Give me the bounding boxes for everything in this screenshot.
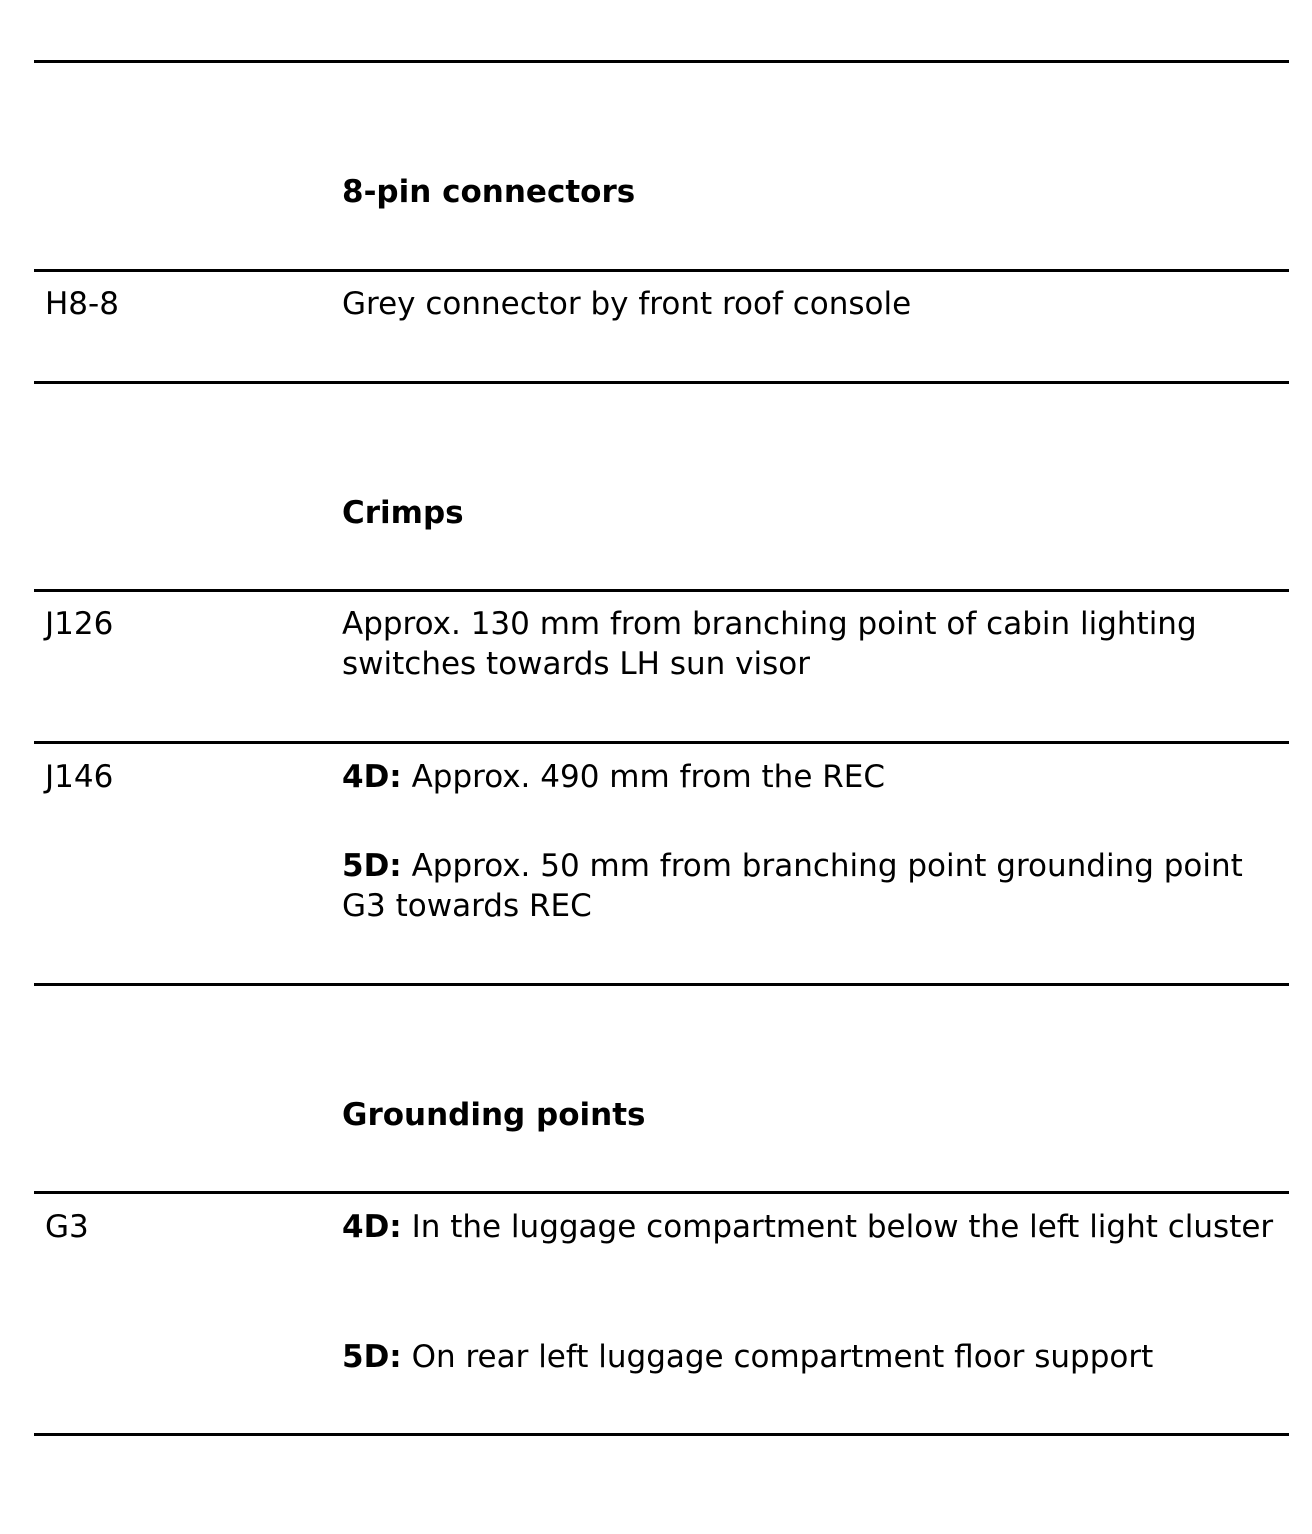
variant-label-4d: 4D: [342, 1209, 402, 1245]
row-description-j126: Approx. 130 mm from branching point of c… [342, 604, 1282, 684]
divider-rule [34, 381, 1289, 384]
divider-rule [34, 589, 1289, 592]
row-code-g3: G3 [45, 1209, 89, 1245]
row-code-j146: J146 [45, 759, 114, 795]
row-code-j126: J126 [45, 606, 114, 642]
section-heading-grounding-points: Grounding points [342, 1097, 646, 1133]
divider-rule [34, 1433, 1289, 1436]
description-text: Approx. 50 mm from branching point groun… [342, 848, 1243, 924]
divider-rule [34, 60, 1289, 63]
divider-rule [34, 1191, 1289, 1194]
description-text: In the luggage compartment below the lef… [411, 1209, 1274, 1245]
description-text: Grey connector by front roof console [342, 286, 912, 322]
row-description-g3-4d: 4D: In the luggage compartment below the… [342, 1207, 1282, 1247]
row-description-j146-4d: 4D: Approx. 490 mm from the REC [342, 757, 1282, 797]
description-text: Approx. 130 mm from branching point of c… [342, 606, 1197, 682]
section-heading-8-pin-connectors: 8-pin connectors [342, 174, 636, 210]
row-description-g3-5d: 5D: On rear left luggage compartment flo… [342, 1337, 1282, 1377]
row-code-h8-8: H8-8 [45, 286, 119, 322]
section-heading-crimps: Crimps [342, 495, 464, 531]
divider-rule [34, 741, 1289, 744]
row-description-h8-8: Grey connector by front roof console [342, 284, 1282, 324]
description-text: Approx. 490 mm from the REC [411, 759, 886, 795]
variant-label-5d: 5D: [342, 1339, 402, 1375]
row-description-j146-5d: 5D: Approx. 50 mm from branching point g… [342, 846, 1282, 926]
divider-rule [34, 983, 1289, 986]
variant-label-5d: 5D: [342, 848, 402, 884]
variant-label-4d: 4D: [342, 759, 402, 795]
description-text: On rear left luggage compartment floor s… [411, 1339, 1154, 1375]
divider-rule [34, 269, 1289, 272]
